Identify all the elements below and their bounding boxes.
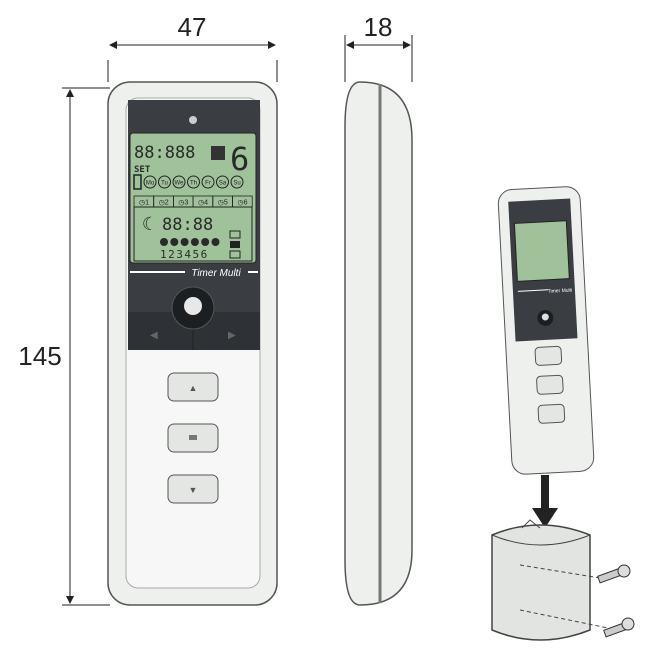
- svg-text:▼: ▼: [189, 485, 198, 495]
- up-indicator-icon: [229, 230, 241, 239]
- brand-label: Timer Multi: [191, 268, 241, 279]
- svg-text:◷4: ◷4: [198, 200, 208, 207]
- stop-indicator-icon: [230, 241, 240, 248]
- select-wheel-button[interactable]: [184, 297, 202, 315]
- day-tu: Tu: [158, 175, 171, 189]
- moon-icon: ☾: [142, 214, 153, 235]
- channel-dot: [201, 238, 210, 246]
- wall-holder: [491, 519, 609, 641]
- remote-front-view: 88:888 6 SET Mo Tu We Th Fr Sa Su ◷1 ◷2 ◷3 ◷4 ◷5 ◷6…: [107, 81, 278, 606]
- day-mo: Mo: [143, 175, 157, 189]
- remote-mounted-view: Timer Multi: [497, 186, 595, 475]
- svg-text:Tu: Tu: [161, 181, 168, 187]
- channel-dot: [160, 238, 168, 246]
- svg-text:▲: ▲: [189, 383, 198, 393]
- set-label: SET: [134, 165, 151, 175]
- left-arrow-button[interactable]: ◀: [150, 330, 158, 341]
- lcd-time: 88:88: [162, 215, 213, 235]
- svg-text:◷3: ◷3: [178, 200, 188, 207]
- day-th: Th: [187, 175, 200, 189]
- up-button[interactable]: ▲: [167, 372, 219, 402]
- channel-dot: [190, 238, 199, 246]
- height-dimension: 145: [18, 87, 110, 606]
- screw-icon: [603, 617, 635, 638]
- down-button[interactable]: ▼: [167, 474, 219, 504]
- width-dimension: 47: [107, 12, 278, 82]
- stop-button[interactable]: [167, 423, 219, 453]
- depth-label: 18: [364, 12, 393, 42]
- down-indicator-icon: [229, 250, 241, 259]
- height-label: 145: [18, 341, 61, 371]
- lcd-big-digit: 6: [230, 140, 249, 178]
- lcd-segments: 88:888: [134, 143, 195, 163]
- remote-side-view: [344, 81, 413, 606]
- day-sa: Sa: [216, 175, 229, 189]
- svg-text:◷2: ◷2: [159, 200, 169, 207]
- small-brand-label: Timer Multi: [548, 288, 573, 295]
- svg-text:Th: Th: [190, 181, 197, 187]
- lock-icon: [211, 146, 225, 160]
- day-su: Su: [230, 175, 244, 189]
- screw-icon: [597, 564, 631, 584]
- svg-text:Sa: Sa: [219, 181, 227, 187]
- width-label: 47: [178, 12, 207, 42]
- svg-text:Mo: Mo: [146, 181, 155, 187]
- svg-text:Fr: Fr: [205, 181, 211, 187]
- svg-text:◷1: ◷1: [139, 200, 149, 207]
- svg-text:Su: Su: [233, 181, 240, 187]
- channel-dot: [170, 238, 179, 246]
- right-arrow-button[interactable]: ▶: [228, 330, 236, 341]
- led-indicator: [189, 116, 197, 124]
- insert-arrow-icon: [532, 475, 558, 528]
- day-we: We: [172, 175, 186, 189]
- depth-dimension: 18: [344, 12, 413, 82]
- svg-text:◷6: ◷6: [237, 200, 247, 207]
- day-fr: Fr: [201, 175, 215, 189]
- channel-dot: [180, 238, 189, 246]
- channel-numbers: 123456: [160, 248, 209, 261]
- battery-icon: [133, 174, 142, 190]
- channel-dot: [211, 238, 220, 246]
- svg-text:We: We: [175, 181, 185, 187]
- svg-text:◷5: ◷5: [218, 200, 228, 207]
